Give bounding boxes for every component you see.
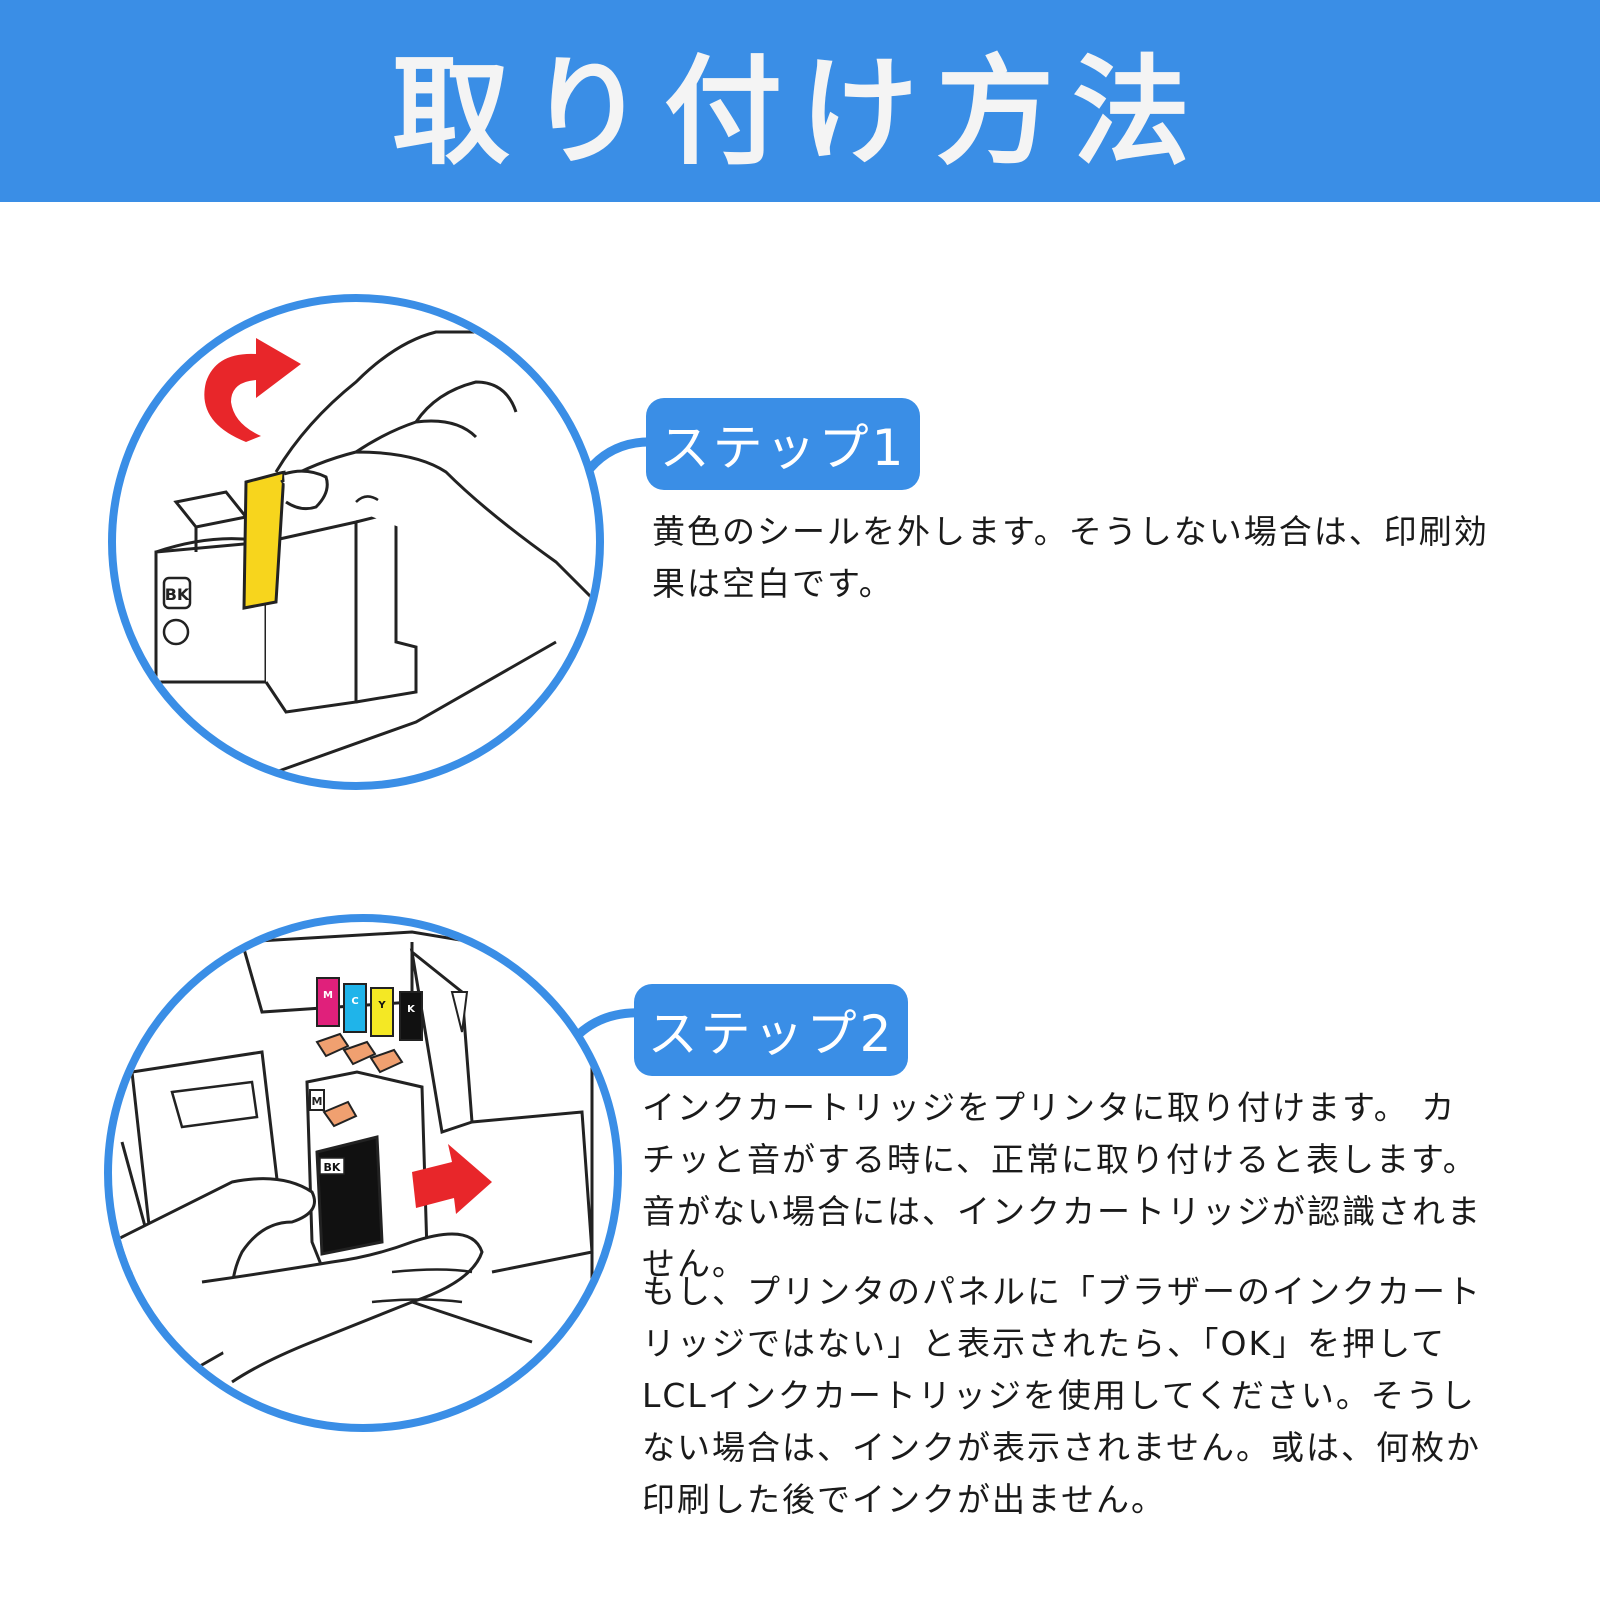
svg-text:K: K [407,1004,416,1015]
cartridge-label: BK [165,585,190,604]
svg-text:M: M [323,990,333,1001]
header-banner: 取り付け方法 [0,0,1600,202]
step2-badge: ステップ2 [634,984,908,1076]
insert-arrow-icon [412,1144,492,1214]
step2-note: もし、プリンタのパネルに「ブラザーのインクカートリッジではない」と表示されたら、… [642,1272,1482,1519]
svg-text:M: M [312,1095,323,1108]
bk-label-box [162,576,192,610]
page-title: 取り付け方法 [391,42,1208,181]
peel-arrow-icon [204,338,301,442]
ink-slot-labels: M C Y K [316,977,423,1041]
step1-description: 黄色のシールを外します。そうしない場合は、印刷効果は空白です。 [652,512,1489,603]
step2-description: インクカートリッジをプリンタに取り付けます。 カチッと音がする時に、正常に取り付… [642,1088,1482,1283]
svg-text:BK: BK [324,1161,341,1174]
yellow-seal [242,470,286,610]
svg-text:Y: Y [377,1000,386,1011]
step1-badge-label: ステップ1 [659,419,907,477]
step1-badge: ステップ1 [646,398,920,490]
step1-illustration: BK [108,294,604,790]
step2-illustration: M C Y K M BK [104,914,622,1432]
step2-badge-label: ステップ2 [647,1005,895,1063]
svg-text:C: C [351,996,358,1007]
bk-cartridge [315,1135,384,1256]
